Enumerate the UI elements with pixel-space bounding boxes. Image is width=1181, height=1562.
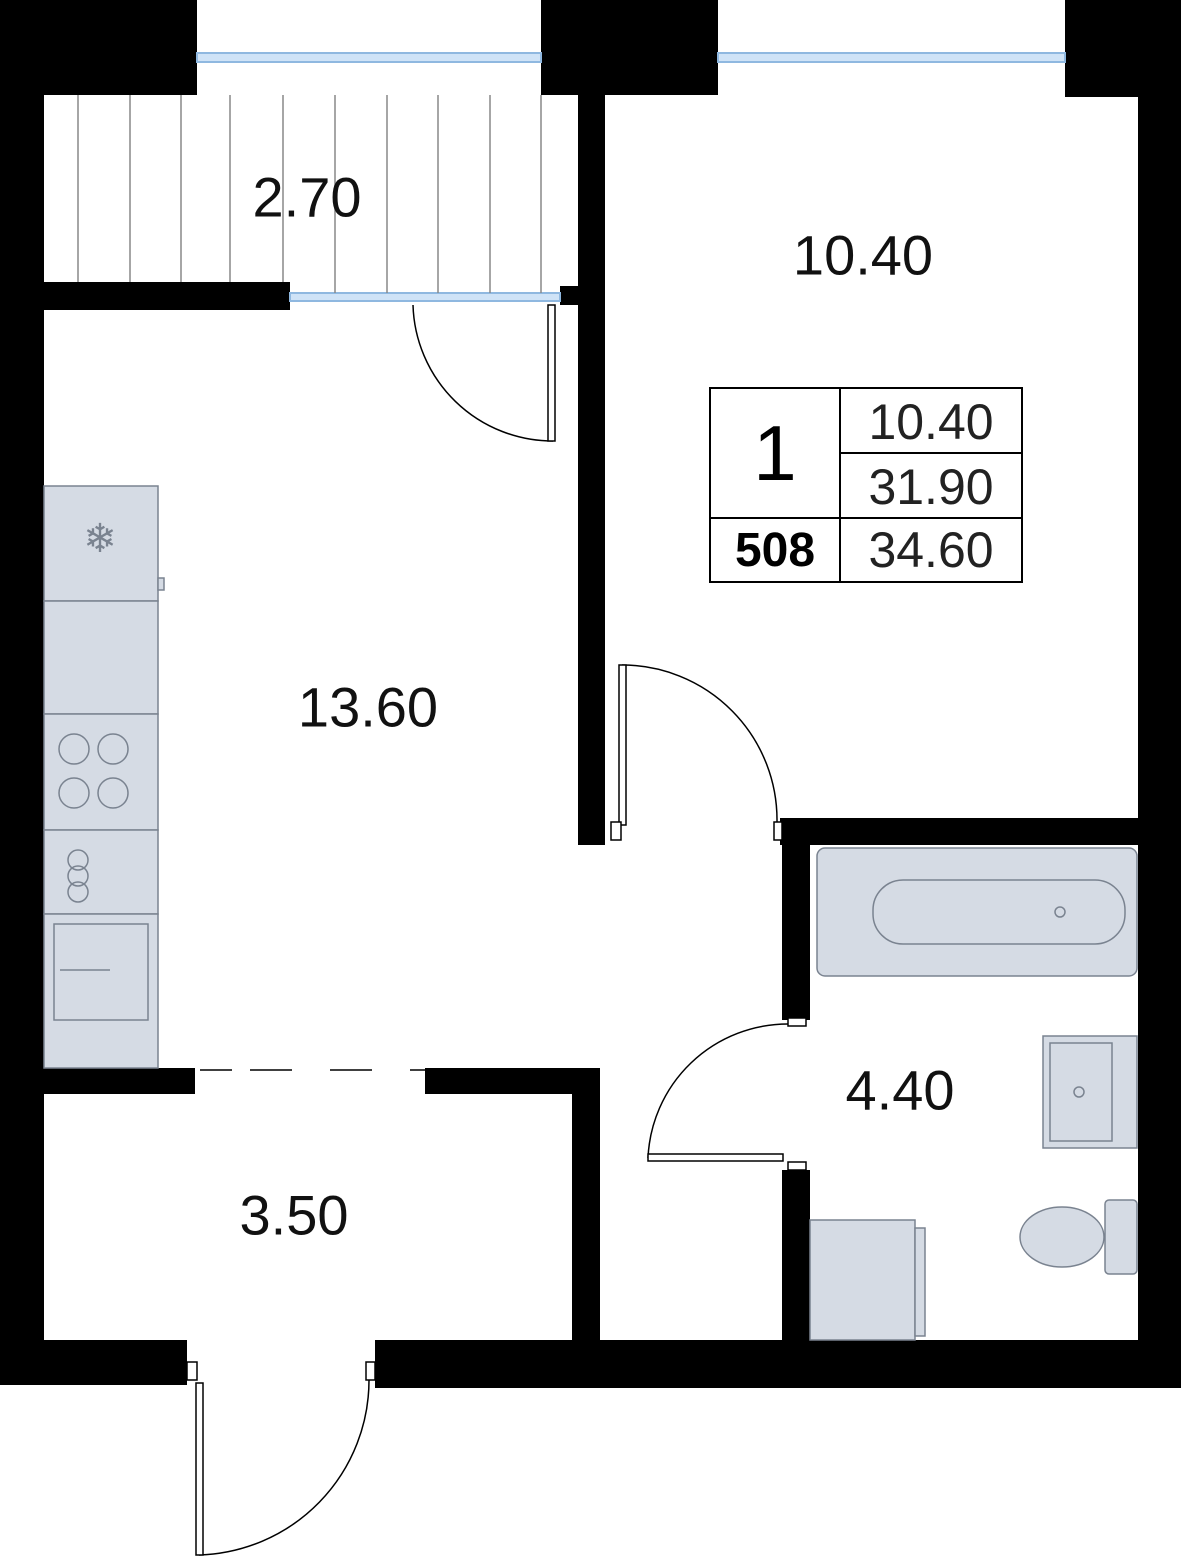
room-area-bathroom: 4.40 — [845, 1058, 955, 1122]
stove — [43, 713, 159, 831]
room-area-bedroom: 10.40 — [792, 223, 934, 287]
bathroom-fixtures — [809, 847, 1138, 1341]
apartment-number: 508 — [734, 523, 816, 577]
windows — [196, 52, 1066, 302]
doors — [186, 304, 807, 1556]
living-area: 10.40 — [868, 393, 994, 450]
kitchen-fixtures: ❄ — [43, 485, 165, 1069]
rooms-count: 1 — [753, 408, 797, 497]
snowflake-icon: ❄ — [83, 517, 117, 561]
room-area-kitchen: 13.60 — [297, 675, 439, 739]
info-table — [709, 387, 1023, 583]
washbasin — [1042, 1035, 1138, 1149]
usable-area: 31.90 — [868, 458, 994, 515]
balcony-decking — [77, 95, 542, 293]
room-area-hallway: 3.50 — [239, 1183, 349, 1247]
sink — [43, 829, 159, 915]
toilet-tank — [1104, 1199, 1138, 1275]
washing-machine — [809, 1219, 916, 1341]
dishwasher — [43, 913, 159, 1069]
room-area-balcony: 2.70 — [252, 165, 362, 229]
total-area: 34.60 — [868, 522, 994, 578]
walls — [0, 0, 1181, 1388]
